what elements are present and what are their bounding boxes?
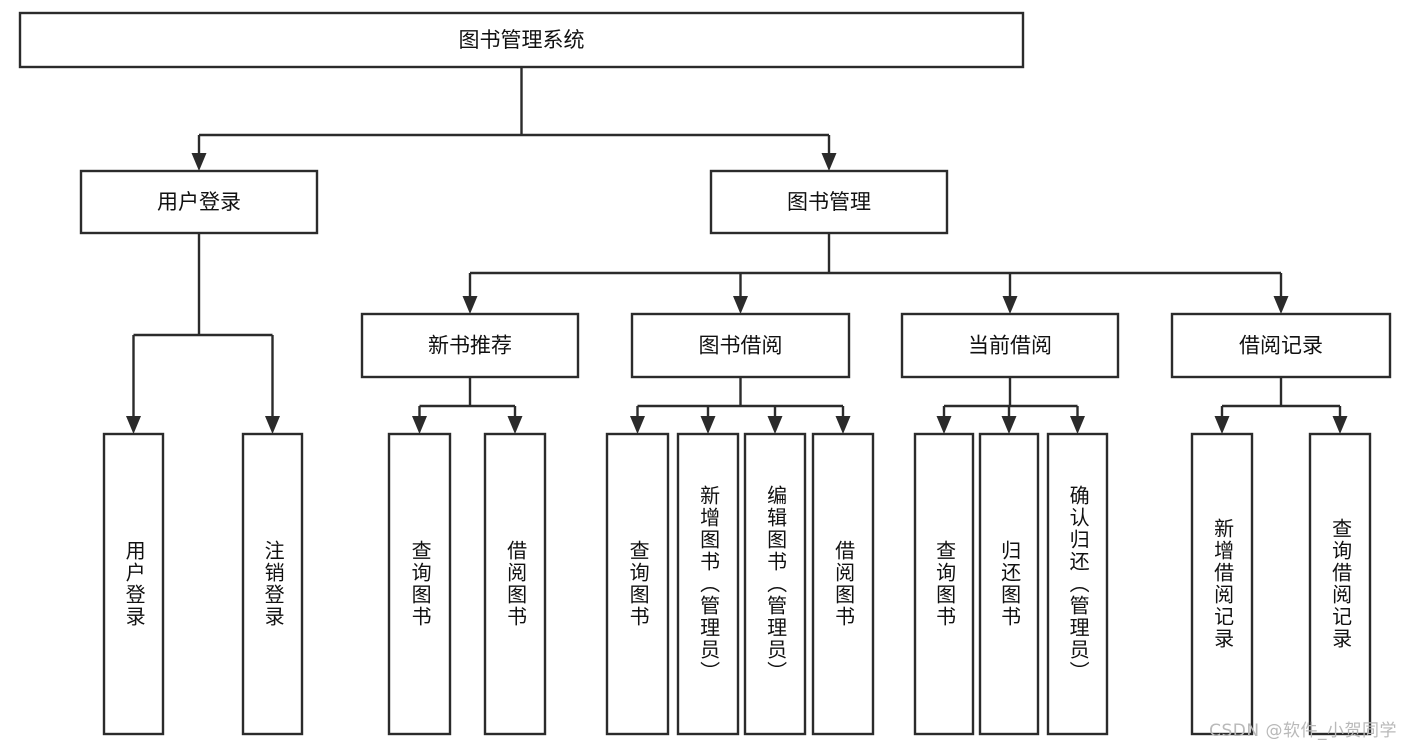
watermark-text: CSDN @软件_小贺同学 [1209, 721, 1397, 741]
arrow-head-icon [462, 296, 478, 314]
arrow-head-icon [821, 153, 837, 171]
arrow-head-icon [1002, 296, 1018, 314]
arrow-head-icon [767, 416, 783, 434]
arrow-head-icon [936, 416, 952, 434]
arrow-head-icon [733, 296, 748, 314]
node-root-root[interactable] [18, 11, 1025, 69]
node-current-borrow[interactable] [900, 312, 1120, 379]
arrow-head-icon [1001, 416, 1017, 434]
node-book-borrow[interactable] [630, 312, 851, 379]
node-leaf-user-login[interactable] [102, 432, 165, 736]
node-leaf-edit-book[interactable] [743, 432, 807, 736]
node-leaf-query-record[interactable] [1308, 432, 1372, 736]
arrow-head-icon [507, 416, 523, 434]
node-label-root: 图书管理系统 [459, 28, 585, 52]
node-borrow-record[interactable] [1170, 312, 1392, 379]
arrow-head-icon [1332, 416, 1348, 434]
node-leaf-add-book[interactable] [676, 432, 740, 736]
node-leaf-query-book-2[interactable] [605, 432, 670, 736]
node-label-book-manage: 图书管理 [787, 190, 871, 214]
node-leaf-borrow-book-2[interactable] [811, 432, 875, 736]
node-box-layer [18, 11, 1392, 736]
node-leaf-borrow-book-1[interactable] [483, 432, 547, 736]
arrow-head-icon [630, 416, 645, 434]
node-leaf-logout[interactable] [241, 432, 304, 736]
node-new-book-rec[interactable] [360, 312, 580, 379]
node-leaf-return-book[interactable] [978, 432, 1040, 736]
node-label-new-book-rec: 新书推荐 [428, 334, 512, 358]
connector-layer [126, 67, 1348, 434]
arrow-head-icon [265, 416, 280, 434]
arrow-head-icon [1070, 416, 1085, 434]
arrow-head-icon [412, 416, 427, 434]
arrow-head-icon [1214, 416, 1230, 434]
arrow-head-icon [126, 416, 141, 434]
arrow-head-icon [191, 153, 207, 171]
node-leaf-query-book-1[interactable] [387, 432, 452, 736]
arrow-head-icon [1273, 296, 1289, 314]
arrow-head-icon [835, 416, 851, 434]
node-leaf-add-record[interactable] [1190, 432, 1254, 736]
node-label-current-borrow: 当前借阅 [968, 334, 1052, 358]
node-user-login[interactable] [79, 169, 319, 235]
node-leaf-confirm-return[interactable] [1046, 432, 1109, 736]
node-leaf-query-book-3[interactable] [913, 432, 975, 736]
arrow-head-icon [700, 416, 716, 434]
node-label-borrow-record: 借阅记录 [1239, 334, 1323, 358]
node-label-user-login: 用户登录 [157, 190, 241, 214]
node-label-book-borrow: 图书借阅 [699, 334, 783, 358]
node-book-manage[interactable] [709, 169, 949, 235]
